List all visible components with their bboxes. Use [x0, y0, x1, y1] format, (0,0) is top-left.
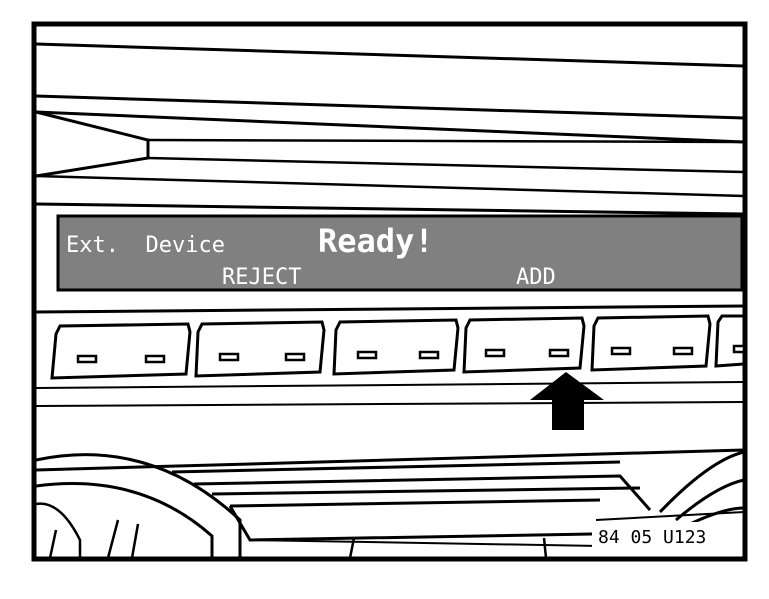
softkey-3[interactable]	[332, 318, 460, 376]
softkey-5[interactable]	[590, 314, 712, 372]
softkey-label-add: ADD	[516, 265, 556, 290]
display-line1-prefix: Ext. Device	[66, 233, 225, 258]
lower-dashboard	[35, 448, 745, 559]
display-status-text: Ready!	[318, 222, 434, 260]
softkey-6-partial[interactable]	[714, 314, 746, 368]
figure-code-label: 84 05 U123	[598, 527, 706, 548]
softkey-2[interactable]	[194, 320, 326, 378]
dashboard-upper-lines	[35, 42, 745, 216]
softkey-label-reject: REJECT	[222, 265, 301, 290]
arrow-up-icon	[530, 372, 604, 430]
softkey-1[interactable]	[50, 322, 192, 380]
softkey-4[interactable]	[462, 316, 586, 374]
display-screen	[56, 214, 744, 292]
display-panel: Ext. Device Ready! REJECT ADD	[56, 214, 744, 292]
button-rail	[35, 304, 745, 407]
figure-code-background	[592, 522, 736, 550]
softkey-row	[50, 314, 746, 380]
